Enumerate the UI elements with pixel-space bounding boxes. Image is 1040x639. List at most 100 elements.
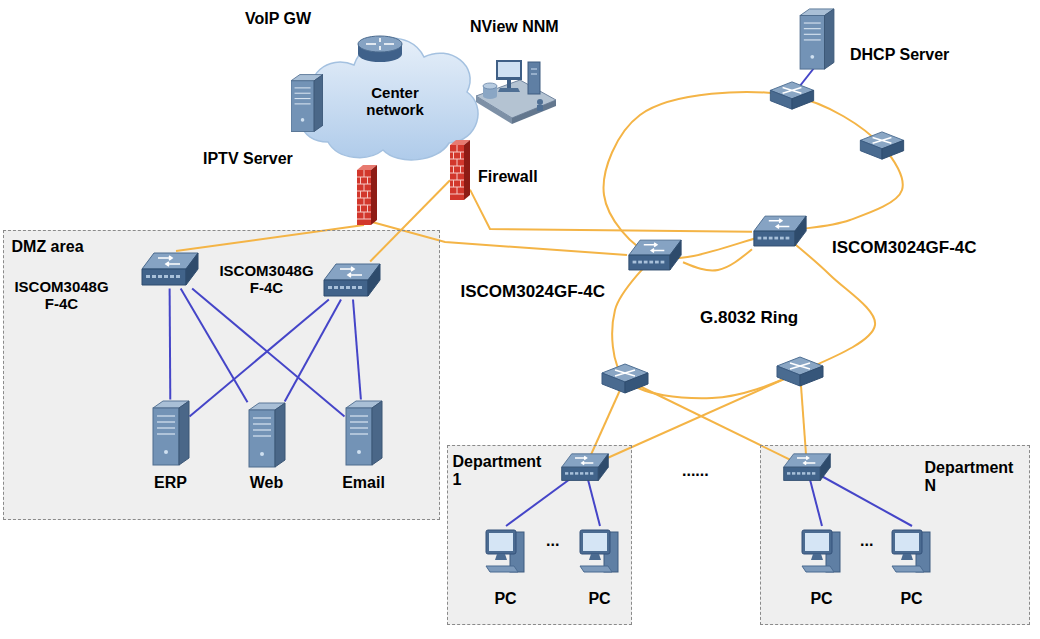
device-icon bbox=[770, 82, 813, 109]
server-link bbox=[353, 300, 361, 400]
pc-icon bbox=[484, 526, 528, 578]
device-label: PC bbox=[580, 590, 620, 608]
zone-ground bbox=[447, 445, 632, 625]
server-link bbox=[169, 289, 172, 400]
server-icon bbox=[249, 403, 285, 467]
pc-icon bbox=[580, 530, 618, 572]
pc-icon bbox=[800, 526, 844, 578]
switch-node: ISCOM3024GF-4C bbox=[627, 238, 683, 274]
server-icon bbox=[153, 401, 189, 465]
device-label: ISCOM3048G F-4C bbox=[216, 262, 318, 297]
ring-link bbox=[604, 92, 903, 258]
server-icon bbox=[291, 70, 323, 136]
device-label: PC bbox=[892, 590, 932, 608]
uplink-line bbox=[470, 190, 752, 232]
switch-node: ISCOM3024GF-4C bbox=[752, 214, 808, 250]
firewall-node: Firewall bbox=[450, 140, 470, 200]
device-label: Email bbox=[334, 474, 394, 492]
switch-icon bbox=[142, 253, 198, 285]
server-icon bbox=[346, 401, 382, 465]
switch-icon bbox=[627, 238, 683, 274]
ring-name: G.8032 Ring bbox=[700, 308, 798, 328]
device-label: PC bbox=[486, 590, 526, 608]
switch-icon bbox=[752, 214, 808, 250]
device-label: IPTV Server bbox=[203, 150, 293, 168]
device-icon bbox=[784, 454, 831, 481]
device-label: VoIP GW bbox=[245, 10, 311, 28]
ellipsis-mark: ...... bbox=[682, 462, 709, 480]
switch-node: ISCOM3048G F-4C bbox=[322, 262, 382, 300]
uplink-line bbox=[372, 222, 627, 255]
device-icon bbox=[357, 165, 377, 225]
uplink-line bbox=[625, 379, 807, 468]
nnm-node: NView NNM bbox=[474, 42, 558, 130]
zone-title: DMZ area bbox=[12, 238, 84, 256]
server-link bbox=[192, 289, 344, 417]
server-node: IPTV Server bbox=[291, 70, 323, 136]
device-label: ISCOM3024GF-4C bbox=[832, 238, 977, 258]
device-label: ERP bbox=[141, 474, 201, 492]
uplink-line bbox=[683, 249, 752, 270]
ellipsis-mark: ... bbox=[546, 532, 559, 550]
switch-node: ISCOM3048G F-4C bbox=[140, 251, 200, 289]
device-icon bbox=[860, 132, 903, 159]
zone-ground bbox=[760, 445, 1030, 625]
ellipsis-mark: ... bbox=[860, 532, 873, 550]
firewall-icon bbox=[450, 140, 470, 200]
pc-node: PC bbox=[484, 526, 528, 578]
server-node: Web bbox=[248, 402, 286, 468]
pc-icon bbox=[578, 526, 622, 578]
pc-icon bbox=[892, 530, 930, 572]
server-node: ERP bbox=[152, 400, 190, 466]
device-icon bbox=[562, 454, 609, 481]
switch-icon bbox=[322, 262, 382, 300]
pc-node: PC bbox=[890, 526, 934, 578]
server-icon bbox=[345, 400, 383, 466]
device-label: DHCP Server bbox=[850, 46, 949, 64]
server-icon bbox=[291, 75, 323, 132]
router-node: VoIP GW bbox=[356, 34, 404, 64]
server-node: Email bbox=[345, 400, 383, 466]
device-label: Firewall bbox=[478, 168, 538, 186]
pc-node: PC bbox=[800, 526, 844, 578]
router-icon bbox=[356, 34, 404, 64]
switch-icon bbox=[629, 240, 681, 270]
uplink-line bbox=[176, 225, 364, 251]
device-label: Web bbox=[237, 474, 297, 492]
server-icon bbox=[248, 402, 286, 468]
server-icon bbox=[800, 9, 834, 69]
switch-icon bbox=[140, 251, 200, 289]
zone-ground bbox=[3, 230, 440, 520]
server-link bbox=[285, 300, 341, 402]
device-label: PC bbox=[802, 590, 842, 608]
pc-node: PC bbox=[578, 526, 622, 578]
uplink-line bbox=[370, 180, 450, 261]
server-node: DHCP Server bbox=[798, 8, 836, 70]
zone-band: Department N PC PC bbox=[760, 445, 1030, 625]
server-link bbox=[181, 289, 248, 403]
device-icon bbox=[777, 357, 823, 386]
device-label: Center network bbox=[350, 84, 440, 119]
device-icon bbox=[602, 364, 648, 393]
nnm-icon bbox=[476, 60, 556, 124]
zone-band: DMZ areaISCOM3048G F-4CISCOM3048G F-4CER… bbox=[3, 230, 440, 520]
switch-icon bbox=[754, 216, 806, 246]
device-label: ISCOM3048G F-4C bbox=[10, 278, 114, 313]
router-icon bbox=[358, 36, 402, 62]
pc-icon bbox=[890, 526, 934, 578]
firewall-icon bbox=[450, 140, 470, 200]
device-label: NView NNM bbox=[470, 18, 559, 36]
server-icon bbox=[152, 400, 190, 466]
zone-title: Department N bbox=[925, 459, 1020, 496]
server-icon bbox=[798, 8, 836, 70]
pc-icon bbox=[486, 530, 524, 572]
zone-title: Department 1 bbox=[453, 453, 548, 490]
pc-icon bbox=[802, 530, 840, 572]
device-label: ISCOM3024GF-4C bbox=[410, 282, 605, 302]
switch-icon bbox=[324, 264, 380, 296]
uplink-line bbox=[176, 222, 807, 468]
zone-band: Department 1 PC PC bbox=[447, 445, 632, 625]
nnm-icon bbox=[474, 42, 558, 130]
